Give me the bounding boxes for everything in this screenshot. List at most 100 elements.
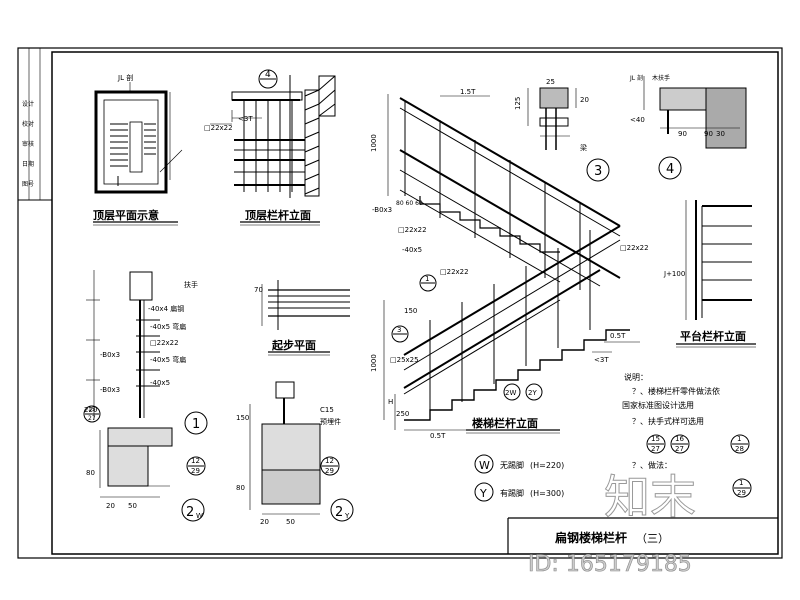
stair-callout-2w [503,383,521,401]
outer-border [17,47,783,559]
ref-c-top: 12 [325,457,334,465]
stair-3t: <3T [594,356,609,364]
d1-rod: □22x22 [150,339,179,347]
ref-b-top: 15 [88,406,96,413]
sheet-title-suffix: （三） [636,532,669,545]
ref-a-top: 12 [191,457,200,465]
d2y-c15-label: C15 [320,406,334,414]
stair-callout-2y [525,383,543,401]
stair-rod-d: □22x22 [620,244,649,252]
d3-dim-25: 25 [546,78,555,86]
detail-2y-sub: Y [344,512,350,520]
side-label-3: 审核 [22,140,34,148]
notes-3: ？、做法： [632,460,672,470]
note-ref-3-top: 1 [737,435,741,443]
top-plan-title: 顶层平面示意 [93,208,159,222]
d1-flatbar-3: -40x5 弯扁 [150,355,186,364]
detail-1 [86,270,173,498]
detail-4-callout [658,156,682,180]
note-ref-1-bot: 27 [651,445,660,453]
d2y-dim-150: 150 [236,414,249,422]
side-label-1: 设计 [22,100,34,108]
d4-dim-40: <40 [630,116,645,124]
side-label-5: 图号 [22,181,34,188]
stair-6080: 80 60 60 [396,200,423,207]
stair-callout-3 [391,325,409,343]
note-ref-4-top: 1 [739,479,743,487]
platform-dim-j100: J+100 [663,270,685,278]
legend-y-h: (H=300) [530,489,564,498]
stair-callout-1 [419,274,437,292]
ref-12-29-b [320,456,340,476]
d1-dim-20: 20 [106,502,115,510]
top-rail-callout-num: 4 [265,70,271,80]
stair-callout-1-num: 1 [425,275,429,283]
side-label-2: 校对 [22,120,34,128]
d1-flatbar-2: -40x5 弯扁 [150,322,186,331]
stair-callout-2w-text: 2W [505,389,516,397]
stair-dim-250: 250 [396,410,409,418]
legend-w-h: (H=220) [530,461,564,470]
watermark-id: ID: 165179185 [528,552,692,577]
detail-4-num: 4 [666,162,674,177]
d4-dim-30: 30 [716,130,725,138]
note-ref-16-27 [670,434,690,454]
d1-handrail-label: 扶手 [184,280,198,289]
d4-dim-90b: 90 [704,130,713,138]
side-label-4: 日期 [22,160,34,168]
legend-w-symbol: W [479,459,490,472]
top-rail-title: 顶层栏杆立面 [245,208,311,222]
stair-1000-b: 1000 [370,354,378,372]
ref-12-29-a [186,456,206,476]
detail-3-callout [586,158,610,182]
note-ref-15-27 [646,434,666,454]
notes-1b: 国家标准图设计选用 [622,400,694,410]
legend-y-circle [474,482,494,502]
stair-b80: -B0x3 [372,206,392,214]
top-plan [94,82,183,194]
detail-1-num: 1 [192,417,200,432]
d1-dim-220: 220 [84,406,97,414]
start-plan-title: 起步平面 [271,338,316,352]
start-plan [261,280,350,330]
note-ref-1-28 [730,434,750,454]
top-rail-rod-label: □22x22 [204,124,233,132]
ref-a-bot: 29 [191,467,200,475]
legend-w-text: 无踢脚 [500,460,524,470]
detail-3-num: 3 [594,164,602,179]
detail-2w-num: 2 [186,505,194,520]
d3-dim-20: 20 [580,96,589,104]
notes-2: ？、扶手式样可选用 [632,416,704,426]
notes-heading: 说明： [624,372,648,382]
d2y-embed-label: 预埋件 [320,417,341,426]
stair-05t-b: 0.5T [430,432,446,440]
d4-jl-label: JL 剖 [629,74,643,82]
note-ref-1-top: 15 [651,435,660,443]
d3-beam-label: 梁 [580,143,587,152]
d1-b80-2: -B0x3 [100,386,120,394]
d3-dim-125: 125 [514,97,522,110]
note-ref-4-bot: 29 [737,489,746,497]
d1-flatbar-4: -40x5 [150,379,170,387]
top-rail-3t: <3T [238,115,253,123]
d2y-dim-50: 50 [286,518,295,526]
detail-3 [527,87,577,150]
stair-rod-e: □22x22 [440,268,469,276]
d4-dim-90: 90 [678,130,687,138]
detail-4 [643,76,747,149]
d1-dim-80: 80 [86,469,95,477]
stair-rail-elev [383,94,640,431]
stair-05t: 0.5T [610,332,626,340]
note-ref-2-bot: 27 [675,445,684,453]
stair-callout-2y-text: 2Y [528,389,537,397]
d4-wood-label: 木扶手 [652,74,670,82]
stair-flatbar: -40x5 [402,246,422,254]
stair-callout-3-num: 3 [397,326,401,334]
platform-title: 平台栏杆立面 [680,329,746,343]
detail-2y-num: 2 [335,505,343,520]
d2y-dim-20: 20 [260,518,269,526]
legend-y-symbol: Y [479,487,487,500]
detail-2w-sub: W [196,512,203,520]
stair-title: 楼梯栏杆立面 [472,416,538,430]
